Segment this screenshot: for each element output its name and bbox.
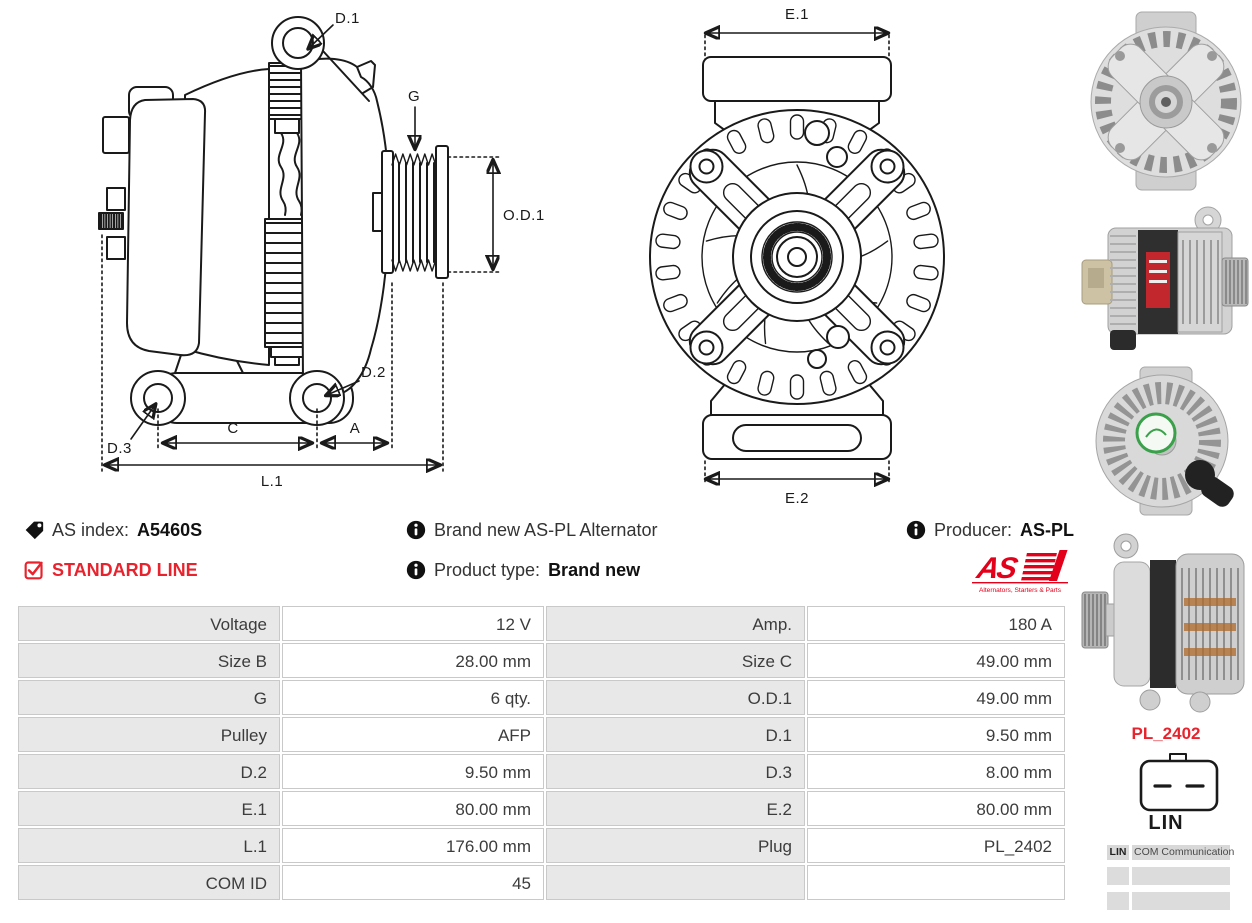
info-icon bbox=[906, 520, 926, 540]
info-icon bbox=[406, 560, 426, 580]
dim-label-g: G bbox=[408, 88, 420, 105]
spec-value-cell: 8.00 mm bbox=[807, 754, 1065, 789]
com-table-empty-row bbox=[1107, 892, 1230, 910]
producer-value: AS-PL bbox=[1020, 519, 1075, 540]
standard-line-row: STANDARD LINE bbox=[24, 558, 198, 582]
as-pl-logo: AS Alternators, Starters & Parts bbox=[972, 550, 1068, 594]
as-index-label: AS index: bbox=[52, 519, 130, 540]
dim-label-a: A bbox=[350, 420, 361, 437]
info-icon bbox=[406, 520, 426, 540]
spec-value-cell: 49.00 mm bbox=[807, 643, 1065, 678]
spec-label-cell: D.1 bbox=[546, 717, 805, 752]
dim-label-d3: D.3 bbox=[107, 440, 132, 457]
spec-label-cell: Voltage bbox=[18, 606, 280, 641]
dim-label-od1: O.D.1 bbox=[503, 207, 545, 224]
spec-label-cell: COM ID bbox=[18, 865, 280, 900]
spec-label-cell: Plug bbox=[546, 828, 805, 863]
product-photo-side-pulley[interactable] bbox=[1080, 528, 1252, 713]
side-view-technical-drawing: D.1 G O.D.1 D.2 D.3 C A L.1 bbox=[98, 10, 545, 490]
as-logo-mark: AS bbox=[973, 550, 1068, 585]
spec-label-cell: E.1 bbox=[18, 791, 280, 826]
spec-label-cell: Amp. bbox=[546, 606, 805, 641]
description-row: Brand new AS-PL Alternator bbox=[406, 518, 657, 542]
as-logo-tagline: Alternators, Starters & Parts bbox=[979, 587, 1062, 594]
product-type-value: Brand new bbox=[548, 559, 641, 580]
as-index-value: A5460S bbox=[137, 519, 203, 540]
com-table-empty-cell bbox=[1107, 892, 1129, 910]
spec-value-cell: 45 bbox=[282, 865, 544, 900]
spec-label-cell: Size B bbox=[18, 643, 280, 678]
com-table-empty-row bbox=[1107, 867, 1230, 885]
producer-row: Producer: AS-PL bbox=[906, 518, 1074, 542]
standard-line-badge: STANDARD LINE bbox=[52, 559, 198, 580]
product-type-row: Product type: Brand new bbox=[406, 558, 640, 582]
producer-label: Producer: bbox=[934, 519, 1013, 540]
dim-label-e1: E.1 bbox=[785, 6, 809, 23]
spec-label-cell: E.2 bbox=[546, 791, 805, 826]
spec-value-cell: PL_2402 bbox=[807, 828, 1065, 863]
com-table-empty-cell bbox=[1132, 867, 1230, 885]
product-photo-side-connector[interactable] bbox=[1080, 200, 1252, 362]
product-photo-front[interactable] bbox=[1080, 8, 1252, 193]
dim-label-c: C bbox=[227, 420, 238, 437]
spec-value-cell: 28.00 mm bbox=[282, 643, 544, 678]
com-communication-table: LIN COM Communication bbox=[1107, 845, 1235, 910]
spec-value-cell: 176.00 mm bbox=[282, 828, 544, 863]
spec-label-cell: O.D.1 bbox=[546, 680, 805, 715]
plug-connector-drawing bbox=[1139, 753, 1219, 812]
plug-pin-label: LIN bbox=[1148, 812, 1184, 834]
dim-label-d2: D.2 bbox=[361, 364, 386, 381]
front-view-technical-drawing: E.1 bbox=[649, 6, 945, 507]
plug-code-title: PL_2402 bbox=[1131, 724, 1201, 743]
product-description: Brand new AS-PL Alternator bbox=[434, 519, 658, 540]
spec-value-cell: 6 qty. bbox=[282, 680, 544, 715]
dim-label-d1: D.1 bbox=[335, 10, 360, 27]
as-index-row: AS index: A5460S bbox=[24, 518, 202, 542]
dim-label-e2: E.2 bbox=[785, 490, 809, 507]
com-table-empty-cell bbox=[1132, 892, 1230, 910]
spec-label-cell: D.3 bbox=[546, 754, 805, 789]
spec-label-cell: G bbox=[18, 680, 280, 715]
spec-label-cell: Pulley bbox=[18, 717, 280, 752]
checkbox-checked-icon bbox=[24, 561, 43, 580]
product-type-label: Product type: bbox=[434, 559, 541, 580]
tag-icon bbox=[25, 521, 44, 540]
spec-value-cell: 49.00 mm bbox=[807, 680, 1065, 715]
product-photo-rear[interactable] bbox=[1080, 365, 1252, 517]
spec-label-cell: Size C bbox=[546, 643, 805, 678]
spec-value-cell bbox=[807, 865, 1065, 900]
spec-label-cell: L.1 bbox=[18, 828, 280, 863]
dim-label-l1: L.1 bbox=[261, 473, 283, 490]
com-table-pin-header: LIN bbox=[1107, 845, 1129, 860]
spec-table: Voltage 12 V Amp. 180 A Size B 28.00 mm … bbox=[18, 606, 1065, 900]
spec-label-cell bbox=[546, 865, 805, 900]
spec-value-cell: AFP bbox=[282, 717, 544, 752]
com-table-empty-cell bbox=[1107, 867, 1129, 885]
spec-value-cell: 80.00 mm bbox=[807, 791, 1065, 826]
spec-value-cell: 12 V bbox=[282, 606, 544, 641]
spec-value-cell: 9.50 mm bbox=[282, 754, 544, 789]
svg-text:AS: AS bbox=[973, 552, 1020, 585]
com-table-desc-header: COM Communication bbox=[1132, 845, 1235, 860]
spec-value-cell: 180 A bbox=[807, 606, 1065, 641]
spec-value-cell: 9.50 mm bbox=[807, 717, 1065, 752]
spec-value-cell: 80.00 mm bbox=[282, 791, 544, 826]
spec-label-cell: D.2 bbox=[18, 754, 280, 789]
